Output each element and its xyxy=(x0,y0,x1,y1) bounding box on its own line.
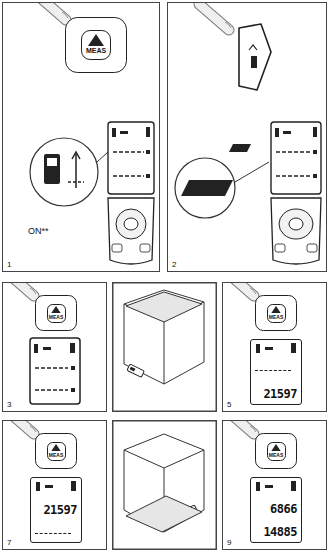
button-face: MEAS xyxy=(81,30,111,60)
display-screen: 21597 xyxy=(250,339,302,405)
status-icons xyxy=(255,481,297,492)
status-icons xyxy=(35,481,77,492)
button-label: MEAS xyxy=(269,452,283,458)
button-face: MEAS xyxy=(47,442,66,461)
device-body xyxy=(271,198,321,264)
step-panel: 9 MEAS 6866 14885 xyxy=(222,420,327,550)
pointing-finger xyxy=(4,282,36,296)
device-figure xyxy=(271,122,321,194)
room-panel xyxy=(113,283,217,412)
button-face: MEAS xyxy=(267,442,286,461)
panel-illustration xyxy=(167,2,327,272)
button-label: MEAS xyxy=(269,314,283,320)
meas-button: MEAS xyxy=(255,295,297,331)
triangle-symbol xyxy=(271,444,281,452)
pointing-finger xyxy=(36,2,68,20)
dashed-reading xyxy=(255,370,291,371)
step-number: 5 xyxy=(227,400,231,410)
step-panel: 7 MEAS 21597 xyxy=(2,420,107,550)
display-reading: 21597 xyxy=(255,387,297,401)
meas-button: MEAS xyxy=(35,295,77,331)
meas-button: MEAS xyxy=(255,433,297,469)
display-screen: 6866 14885 xyxy=(250,477,302,543)
key-button xyxy=(239,24,271,90)
detail-circle xyxy=(30,138,98,206)
status-icons xyxy=(255,343,297,354)
pointing-finger xyxy=(224,282,256,296)
display-screen: 21597 xyxy=(30,477,82,543)
device-figure xyxy=(108,122,154,194)
device-body xyxy=(108,198,154,264)
pointing-finger xyxy=(199,4,231,30)
step-panel: 1 MEAS xyxy=(2,2,160,272)
button-face: MEAS xyxy=(47,304,66,323)
step-number: 2 xyxy=(172,260,176,270)
triangle-symbol xyxy=(271,306,281,314)
meas-button: MEAS xyxy=(65,17,127,73)
pointing-finger xyxy=(224,420,256,434)
button-label: MEAS xyxy=(49,314,63,320)
button-label: MEAS xyxy=(49,452,63,458)
pointing-finger xyxy=(4,420,36,434)
display-reading: 14885 xyxy=(255,525,297,539)
dashed-reading xyxy=(35,533,71,534)
meas-button: MEAS xyxy=(35,433,77,469)
triangle-symbol xyxy=(51,444,61,452)
display-reading: 21597 xyxy=(35,503,77,517)
step-panel: 5 MEAS 21597 xyxy=(222,282,327,412)
step-number: 1 xyxy=(7,260,11,270)
step-number: 7 xyxy=(7,538,11,548)
display-screen xyxy=(30,338,80,404)
step-panel: 3 MEAS xyxy=(2,282,107,412)
step-number: 3 xyxy=(7,400,11,410)
button-face: MEAS xyxy=(267,304,286,323)
display-reading: 6866 xyxy=(255,502,297,516)
triangle-symbol xyxy=(51,306,61,314)
detail-circle xyxy=(175,158,235,218)
triangle-symbol xyxy=(88,34,104,46)
step-number: 9 xyxy=(227,538,231,548)
step-panel: 2 xyxy=(167,2,327,272)
room-panel xyxy=(113,421,217,550)
callout-label: ON** xyxy=(28,226,49,236)
button-label: MEAS xyxy=(86,47,106,55)
